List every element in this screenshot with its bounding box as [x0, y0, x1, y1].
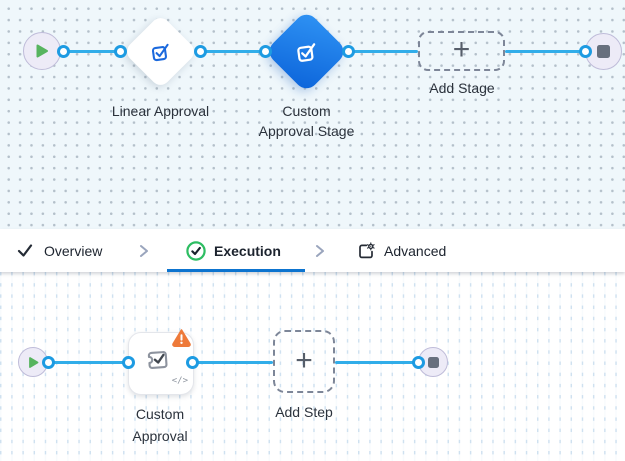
play-icon [28, 356, 38, 368]
connection-port[interactable] [341, 44, 355, 58]
tab-execution-label: Execution [214, 242, 281, 259]
step-canvas[interactable]: </> + Add Step Custom Approval [0, 272, 625, 461]
settings-box-icon [359, 241, 375, 258]
tab-overview-label: Overview [44, 242, 103, 259]
active-tab-indicator [167, 269, 305, 272]
warning-triangle-icon[interactable] [171, 328, 192, 347]
tab-advanced[interactable]: Advanced [357, 229, 446, 272]
tab-advanced-label: Advanced [384, 242, 447, 259]
connection-port[interactable] [185, 355, 199, 369]
play-icon [36, 44, 48, 58]
chevron-right-icon [140, 245, 148, 257]
stage-label-custom-approval-stage: Custom Approval Stage [258, 103, 355, 139]
add-stage-button[interactable]: + [418, 31, 505, 71]
tab-overview[interactable]: Overview [17, 229, 102, 272]
connection-port[interactable] [121, 355, 135, 369]
connector-wire [48, 360, 128, 364]
connector-wire [505, 49, 585, 53]
check-circle-icon [186, 240, 206, 261]
connection-port[interactable] [113, 44, 127, 58]
add-step-label: Add Step [275, 404, 333, 420]
add-stage-label: Add Stage [429, 80, 495, 96]
connector-wire [63, 49, 120, 53]
connection-port[interactable] [41, 355, 55, 369]
plus-icon: + [295, 343, 313, 377]
connection-port[interactable] [56, 44, 70, 58]
start-node[interactable] [23, 32, 61, 70]
connector-wire [192, 360, 273, 364]
code-icon: </> [171, 376, 188, 386]
connection-port[interactable] [411, 355, 425, 369]
check-icon [17, 244, 33, 257]
stage-node-linear-approval[interactable] [123, 14, 198, 89]
connector-wire [200, 49, 265, 53]
tab-execution[interactable]: Execution [186, 229, 281, 272]
connector-wire [348, 49, 418, 53]
chevron-right-icon [316, 245, 324, 257]
connection-port[interactable] [193, 44, 207, 58]
stage-canvas[interactable]: + Add Stage Linear Approval Custom Appro… [0, 0, 625, 229]
plus-icon: + [452, 33, 471, 66]
approval-check-icon [151, 43, 169, 62]
step-label-custom-approval: Custom Approval [132, 406, 188, 444]
approval-stamp-icon [147, 351, 168, 369]
connector-wire [335, 360, 418, 364]
stage-node-custom-approval-stage[interactable] [264, 9, 349, 94]
stop-icon [427, 356, 439, 368]
connection-port[interactable] [578, 45, 592, 58]
stop-icon [597, 45, 610, 58]
approval-check-icon [297, 43, 316, 62]
process-tab-bar: Overview Execution Advanced [0, 229, 625, 272]
connection-port[interactable] [258, 44, 272, 58]
stage-label-linear-approval: Linear Approval [111, 103, 210, 119]
add-step-button[interactable]: + [273, 330, 335, 393]
